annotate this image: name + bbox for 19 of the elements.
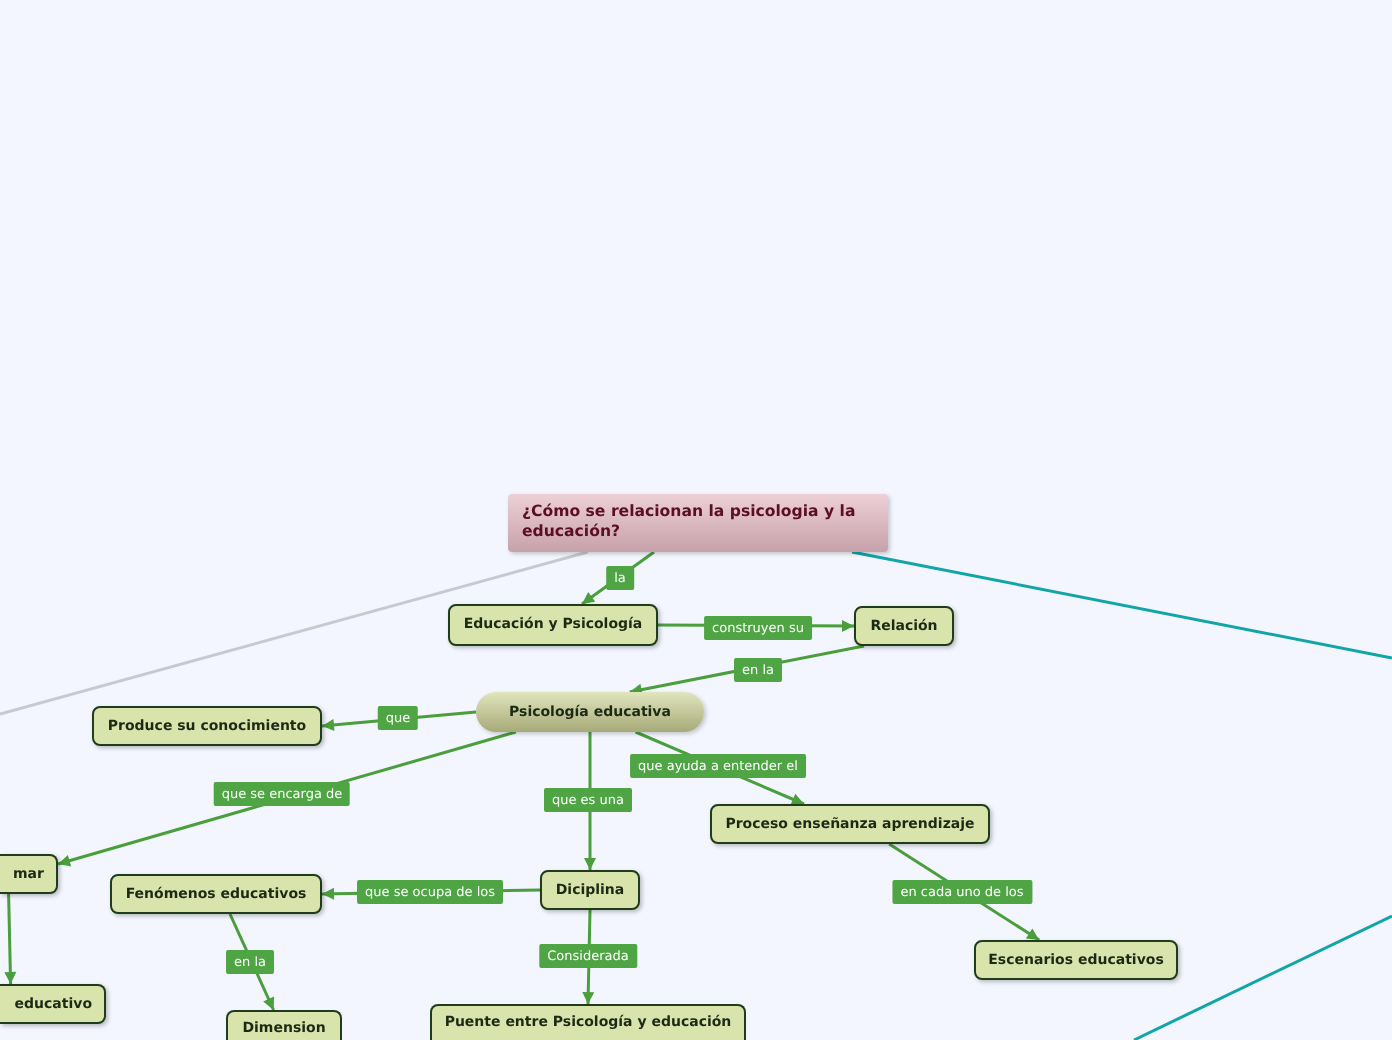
- concept-box: [448, 604, 658, 646]
- concept-box: [92, 706, 322, 746]
- concept-box: [974, 940, 1178, 980]
- connector-line: [0, 550, 589, 716]
- arrow: [581, 550, 655, 606]
- arrow: [629, 644, 865, 696]
- concept-box: [430, 1004, 746, 1040]
- concept-box: [226, 1010, 342, 1040]
- concept-box: [0, 984, 106, 1024]
- concept-box: [110, 874, 322, 914]
- concept-box: [854, 606, 954, 646]
- concept-box: [540, 870, 640, 910]
- topic-box: [508, 494, 888, 552]
- concept-box: [710, 804, 990, 844]
- arrow: [228, 913, 275, 1011]
- concept-box: [0, 854, 58, 894]
- central-concept-pill: [476, 692, 704, 732]
- connector-line: [851, 550, 1392, 660]
- arrow: [4, 893, 17, 985]
